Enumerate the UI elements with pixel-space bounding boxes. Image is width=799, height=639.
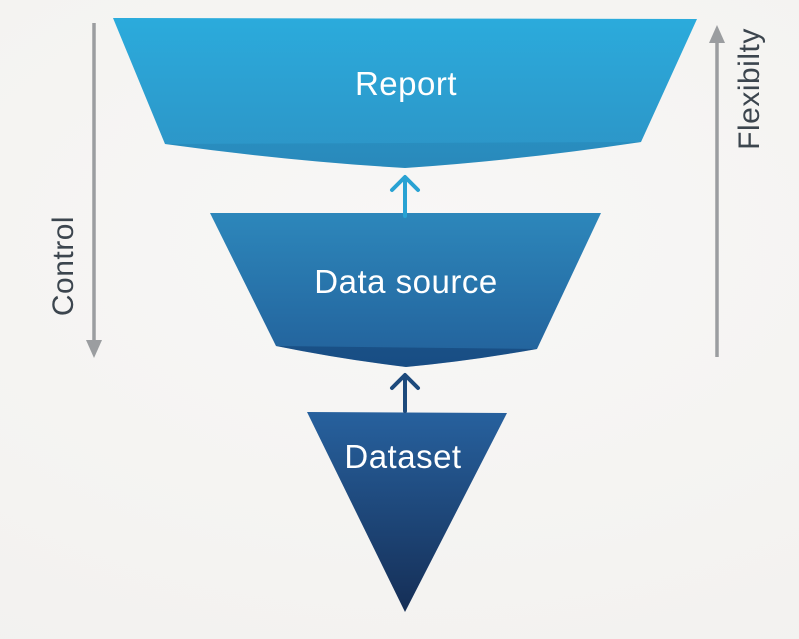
dataset-level: Dataset [307, 412, 507, 612]
flexibility-axis: Flexibilty [709, 25, 766, 357]
dataset-level-shape [307, 412, 507, 612]
flow-arrow-datasource-to-report-icon [390, 175, 420, 218]
dataset-label: Dataset [344, 438, 461, 475]
flexibility-axis-label: Flexibilty [733, 28, 766, 150]
datasource-label: Data source [314, 263, 497, 300]
control-axis: Control [47, 23, 102, 358]
datasource-fold-shade [276, 346, 537, 367]
report-label: Report [355, 65, 457, 102]
control-axis-arrowhead-down-icon [86, 340, 102, 358]
datasource-level-shape [210, 213, 601, 367]
flow-arrow-dataset-to-datasource-icon [390, 373, 420, 413]
datasource-level: Data source [210, 213, 601, 367]
report-fold-shade [165, 142, 641, 168]
report-level: Report [113, 18, 697, 168]
control-axis-label: Control [47, 216, 80, 316]
report-level-shape [113, 18, 697, 168]
flexibility-axis-arrowhead-up-icon [709, 25, 725, 43]
